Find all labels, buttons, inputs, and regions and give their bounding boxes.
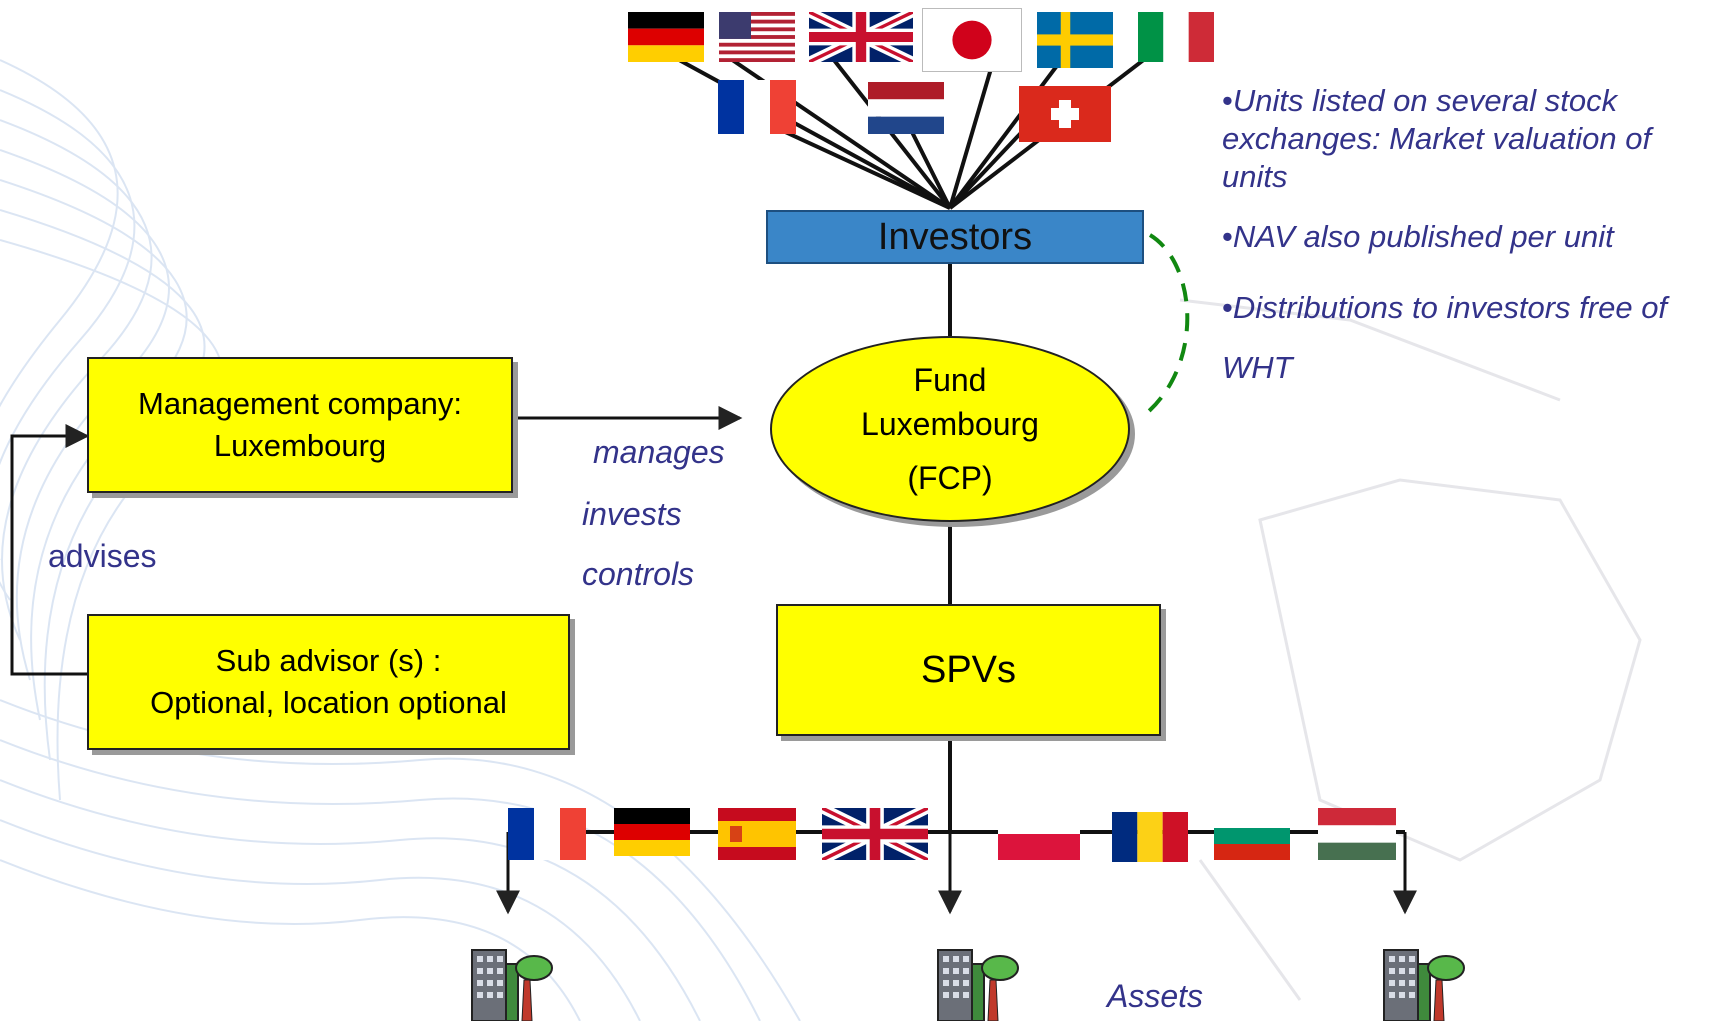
flag-united-kingdom-icon	[809, 12, 913, 62]
flag-romania-icon	[1112, 812, 1188, 862]
flag-germany-icon	[628, 12, 704, 62]
flag-sweden-icon	[1037, 12, 1113, 68]
fund-country: Luxembourg	[861, 406, 1039, 442]
note-text: Units listed on several stock exchanges:…	[1222, 83, 1652, 194]
building-icon	[1372, 944, 1468, 1021]
flag-united-kingdom-icon	[822, 808, 928, 860]
investors-box: Investors	[766, 210, 1144, 264]
flag-poland-icon	[998, 808, 1080, 860]
note-text: NAV also published per unit	[1232, 219, 1614, 254]
flag-japan-icon	[922, 8, 1022, 72]
flag-netherlands-icon	[868, 82, 944, 134]
building-icon	[460, 944, 556, 1021]
fund-title: Fund	[913, 362, 987, 398]
flag-switzerland-icon	[1019, 86, 1111, 142]
note-nav-published: •NAV also published per unit	[1222, 218, 1702, 256]
sub-advisor-title: Sub advisor (s) :	[215, 643, 442, 678]
investors-label: Investors	[877, 215, 1033, 258]
sub-advisor-box: Sub advisor (s) : Optional, location opt…	[87, 614, 570, 750]
building-icon	[926, 944, 1022, 1021]
management-company-box: Management company: Luxembourg	[87, 357, 513, 493]
fund-ellipse: Fund Luxembourg (FCP)	[770, 336, 1130, 522]
flag-france-icon	[718, 80, 796, 134]
advises-label: advises	[48, 538, 157, 574]
bullet-icon: •	[1222, 219, 1233, 254]
flag-bulgaria-icon	[1214, 812, 1290, 860]
management-company-location: Luxembourg	[213, 428, 387, 463]
sub-advisor-detail: Optional, location optional	[150, 685, 507, 720]
flag-spain-icon	[718, 808, 796, 860]
spvs-label: SPVs	[920, 648, 1017, 691]
management-company-title: Management company:	[138, 386, 462, 421]
flag-germany-icon	[614, 808, 690, 856]
note-text: Distributions to investors free of WHT	[1222, 290, 1668, 385]
assets-label: Assets	[1107, 978, 1204, 1014]
bullet-icon: •	[1222, 290, 1233, 325]
note-distributions: •Distributions to investors free of WHT	[1222, 278, 1712, 398]
invests-label: invests	[582, 496, 682, 532]
flag-hungary-icon	[1318, 808, 1396, 860]
manages-label: manages	[593, 434, 725, 470]
note-market-valuation: •Units listed on several stock exchanges…	[1222, 82, 1702, 196]
flag-usa-icon	[719, 12, 795, 62]
bullet-icon: •	[1222, 83, 1233, 118]
fund-type: (FCP)	[907, 460, 993, 496]
spvs-box: SPVs	[776, 604, 1161, 736]
controls-label: controls	[582, 556, 695, 592]
flag-italy-icon	[1138, 12, 1214, 62]
flag-france-icon	[508, 808, 586, 860]
